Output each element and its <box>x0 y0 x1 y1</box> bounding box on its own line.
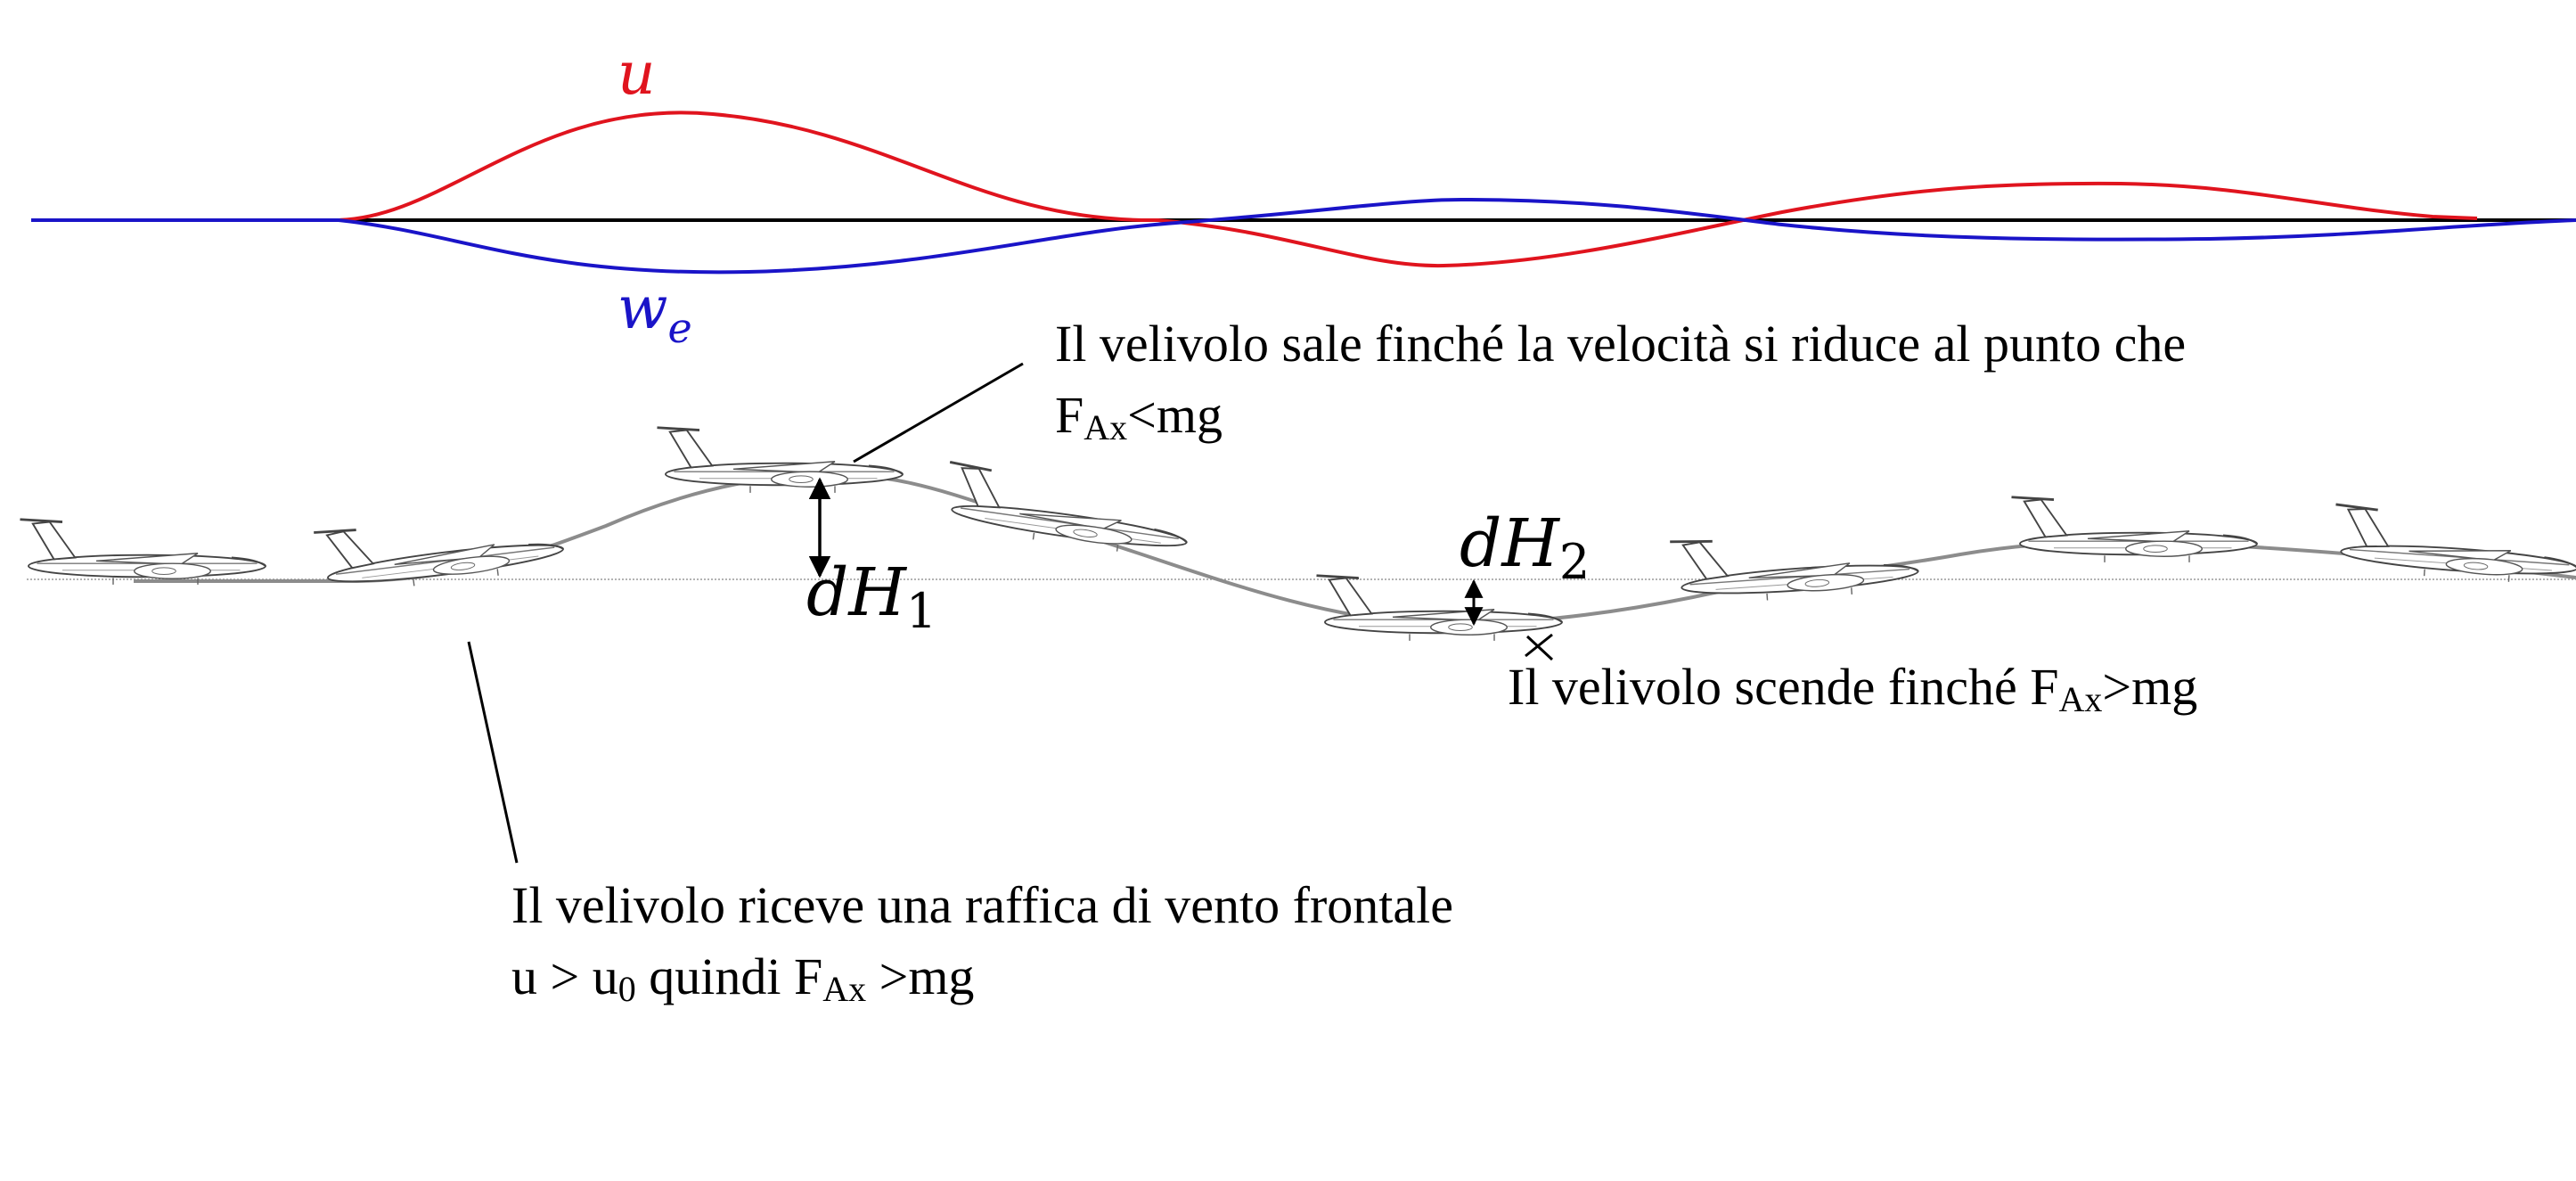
descend-text: Il velivolo scende finché FAx>mg <box>1508 658 2197 719</box>
u-curve <box>31 111 2478 268</box>
dh1-label: dH1 <box>806 554 936 639</box>
we-label: we <box>617 274 692 352</box>
annotation-descend: Il velivolo scende finché FAx>mg <box>1508 658 2197 719</box>
descend-leader-2 <box>1525 635 1554 661</box>
climb-text-line1: Il velivolo sale finché la velocità si r… <box>1055 315 2186 373</box>
aircraft <box>1315 574 1564 643</box>
aircraft <box>939 461 1195 562</box>
height-markers: dH1 dH2 <box>806 477 1590 639</box>
climb-text-line2: FAx<mg <box>1055 386 1223 447</box>
dh2-label: dH2 <box>1460 505 1590 590</box>
gust-curves: u we <box>31 39 2576 352</box>
we-curve <box>31 197 2576 275</box>
leader-lines <box>467 362 1554 864</box>
aircraft <box>312 501 567 599</box>
annotation-climb: Il velivolo sale finché la velocità si r… <box>1055 315 2186 447</box>
aircraft <box>656 426 904 495</box>
descend-leader <box>1525 633 1553 658</box>
aircraft <box>2010 496 2259 564</box>
aircraft-sequence <box>19 426 2576 643</box>
gust-text-line1: Il velivolo riceve una raffica di vento … <box>511 876 1453 934</box>
u-label: u <box>617 39 656 108</box>
aircraft <box>19 518 267 586</box>
gust-text-line2: u > u0 quindi FAx >mg <box>511 947 974 1009</box>
gust-leader <box>467 641 519 864</box>
annotation-gust: Il velivolo riceve una raffica di vento … <box>511 876 1453 1009</box>
climb-leader <box>853 362 1024 463</box>
